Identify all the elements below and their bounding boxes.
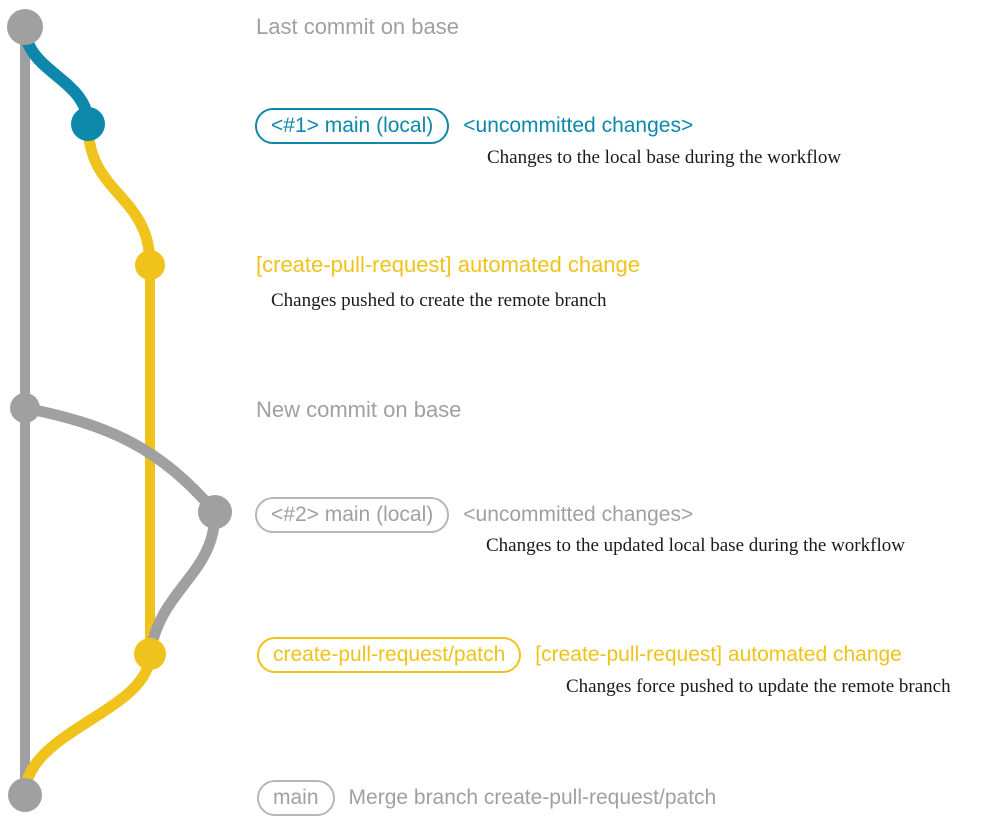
row-local-2: <#2> main (local) <uncommitted changes> [255,497,693,533]
commit-node-patch-1[interactable] [135,250,165,280]
edge-base-to-local-1 [19,21,94,130]
edge-local-1-to-patch-1 [82,118,156,271]
note-local-2: Changes to the updated local base during… [486,535,905,556]
note-automated-change-1: Changes pushed to create the remote bran… [271,290,607,311]
commit-node-local-2[interactable] [198,495,232,529]
headline-automated-change-1: [create-pull-request] automated change [256,252,641,277]
row-automated-change-2: create-pull-request/patch [create-pull-r… [257,637,902,673]
note-automated-change-2: Changes force pushed to update the remot… [566,676,951,697]
row-merge: main Merge branch create-pull-request/pa… [257,780,716,816]
commit-node-patch-2[interactable] [134,638,166,670]
commit-node-merge[interactable] [8,778,42,812]
commit-subject-patch: [create-pull-request] automated change [535,643,902,666]
commit-node-local-1[interactable] [71,107,105,141]
headline-new-commit-on-base: New commit on base [256,397,462,422]
branch-pill-local-2[interactable]: <#2> main (local) [255,497,450,533]
note-local-1: Changes to the local base during the wor… [487,147,842,168]
branch-pill-local-1[interactable]: <#1> main (local) [255,108,450,144]
commit-node-base-top[interactable] [7,9,43,45]
commit-subject-local-2: <uncommitted changes> [463,503,694,526]
commit-subject-merge: Merge branch create-pull-request/patch [348,786,717,809]
branch-pill-patch[interactable]: create-pull-request/patch [257,637,522,673]
commit-node-base-new[interactable] [10,393,40,423]
edge-local-2-to-patch-2 [144,506,221,660]
commit-subject-local-1: <uncommitted changes> [463,114,694,137]
row-local-1: <#1> main (local) <uncommitted changes> [255,108,693,144]
branch-pill-main[interactable]: main [257,780,335,816]
edge-patch-2-to-merge [19,648,156,801]
edge-base-new-to-local-2 [19,402,221,518]
headline-last-commit-on-base: Last commit on base [256,14,459,39]
